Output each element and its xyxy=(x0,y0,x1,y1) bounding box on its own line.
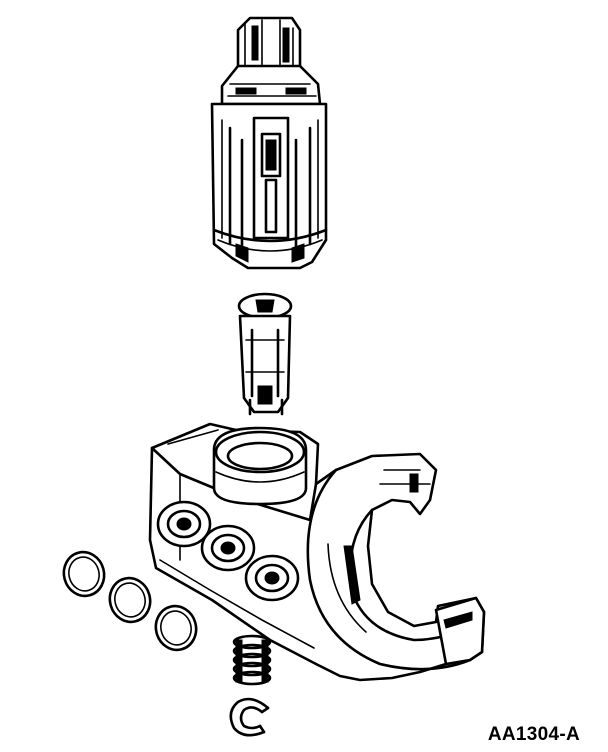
o-rings xyxy=(62,550,198,652)
port-boss-1 xyxy=(156,500,212,548)
port-boss-2 xyxy=(200,524,256,572)
port-boss-3 xyxy=(244,554,300,602)
o-ring-2 xyxy=(108,576,152,624)
lock-cylinder-bracket xyxy=(148,422,486,682)
spring xyxy=(232,634,272,686)
retainer-sleeve xyxy=(237,292,293,416)
actuator-housing xyxy=(210,16,328,270)
figure-id-label: AA1304-A xyxy=(487,724,580,745)
o-ring-3 xyxy=(154,604,198,652)
retaining-clip xyxy=(229,697,270,737)
o-ring-1 xyxy=(62,550,106,598)
